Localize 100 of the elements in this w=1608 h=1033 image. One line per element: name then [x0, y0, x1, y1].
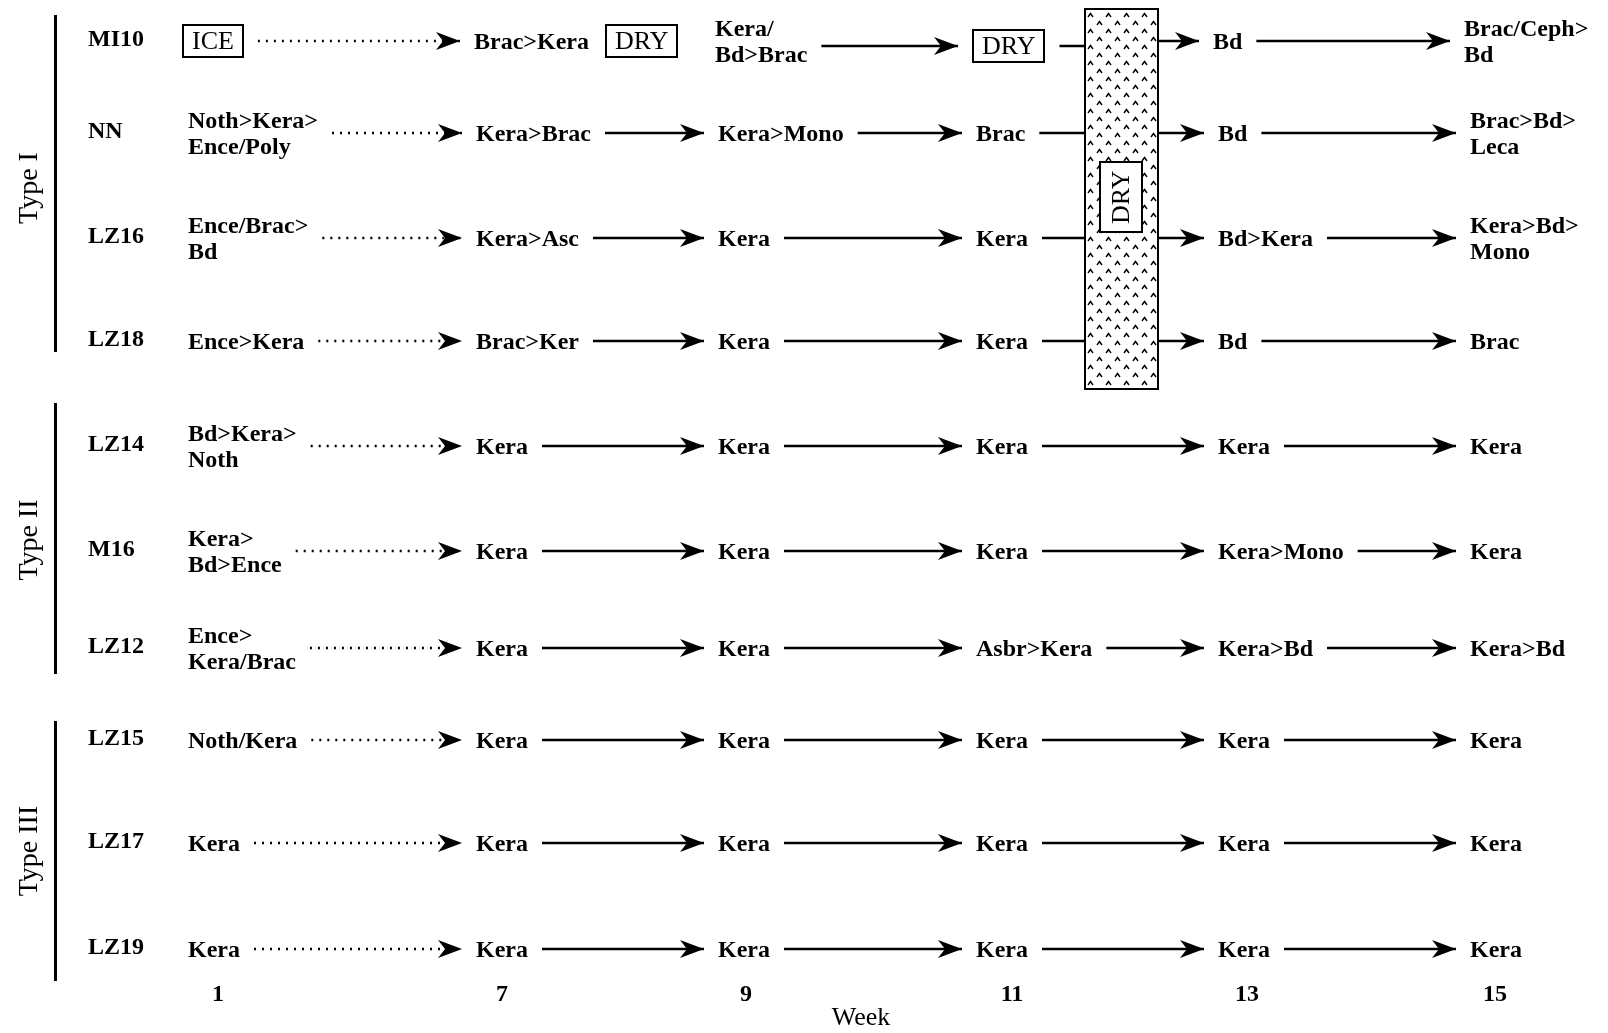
dotted-arrow	[311, 731, 462, 749]
arrow	[1159, 229, 1204, 247]
node-label: Noth>Kera> Ence/Poly	[188, 107, 318, 159]
arrow	[1284, 834, 1456, 852]
dotted-arrow	[254, 940, 462, 958]
node-label: Brac/Ceph> Bd	[1464, 15, 1589, 67]
node-label: Kera	[976, 538, 1028, 564]
arrow	[604, 124, 704, 142]
axis-tick-label: 1	[212, 980, 224, 1007]
node-label: Kera	[476, 433, 528, 459]
node-label: Kera	[976, 225, 1028, 251]
axis-tick-label: 9	[740, 980, 752, 1007]
node-label: Kera	[1470, 433, 1522, 459]
node-label: Kera	[1218, 936, 1270, 962]
arrow	[542, 940, 704, 958]
arrow	[1042, 834, 1204, 852]
node-label: Kera	[476, 936, 528, 962]
arrow	[1327, 229, 1456, 247]
node-label: Kera	[976, 936, 1028, 962]
condition-box: DRY	[605, 24, 679, 58]
node-label: Noth/Kera	[188, 727, 298, 753]
node-label: Kera	[188, 936, 240, 962]
row-label: MI10	[88, 24, 144, 52]
arrow	[1042, 542, 1204, 560]
node-label: Kera	[1470, 727, 1522, 753]
node-label: Kera>Brac	[476, 120, 591, 146]
node-label: Kera	[718, 635, 770, 661]
arrow	[542, 834, 704, 852]
node-label: Brac	[976, 120, 1026, 146]
dotted-arrow	[295, 542, 462, 560]
node-label: Bd	[1218, 328, 1248, 354]
node-label: Kera	[476, 727, 528, 753]
arrow	[1042, 940, 1204, 958]
row-label: LZ15	[88, 723, 144, 751]
dotted-arrow	[309, 639, 462, 657]
node-label: Kera>Bd	[1218, 635, 1313, 661]
arrow	[784, 639, 962, 657]
node-label: Kera	[1470, 538, 1522, 564]
node-label: Brac>Kera	[474, 28, 589, 54]
group-label: Type III	[12, 805, 44, 897]
axis-tick-label: 11	[1000, 980, 1024, 1007]
connector-line	[1042, 236, 1084, 240]
node-label: Kera	[718, 830, 770, 856]
row-label: LZ14	[88, 429, 144, 457]
arrow	[821, 37, 958, 55]
group-label: Type II	[12, 499, 44, 581]
dotted-arrow	[254, 834, 462, 852]
dotted-arrow	[318, 332, 462, 350]
arrow	[857, 124, 962, 142]
node-label: Kera	[476, 830, 528, 856]
node-label: Ence>Kera	[188, 328, 305, 354]
connector-line	[1059, 44, 1084, 48]
group-label: Type I	[12, 152, 44, 224]
arrow	[1106, 639, 1204, 657]
node-label: Kera>Mono	[718, 120, 844, 146]
node-label: Kera	[718, 727, 770, 753]
arrow	[1284, 437, 1456, 455]
arrow	[1042, 437, 1204, 455]
axis-tick-label: 15	[1483, 980, 1507, 1007]
row-label: LZ19	[88, 932, 144, 960]
node-label: Kera	[1218, 433, 1270, 459]
node-label: Kera/ Bd>Brac	[715, 15, 808, 67]
arrow	[784, 437, 962, 455]
arrow	[542, 639, 704, 657]
arrow	[1256, 32, 1450, 50]
dotted-arrow	[257, 32, 460, 50]
node-label: Asbr>Kera	[976, 635, 1093, 661]
node-label: Kera	[718, 225, 770, 251]
condition-box: DRY	[972, 29, 1046, 63]
axis-tick-label: 7	[496, 980, 508, 1007]
node-label: Kera>Bd	[1470, 635, 1565, 661]
arrow	[542, 437, 704, 455]
axis-title: Week	[831, 1002, 891, 1032]
connector-line	[1042, 339, 1084, 343]
arrow	[784, 332, 962, 350]
arrow	[1159, 332, 1204, 350]
axis-tick-label: 13	[1235, 980, 1259, 1007]
node-label: Kera>Bd> Mono	[1470, 212, 1579, 264]
node-label: Kera>Asc	[476, 225, 579, 251]
arrow	[1159, 124, 1204, 142]
node-label: Kera	[976, 328, 1028, 354]
node-label: Ence> Kera/Brac	[188, 622, 296, 674]
node-label: Kera	[1218, 830, 1270, 856]
arrow	[592, 332, 704, 350]
node-label: Kera	[1470, 936, 1522, 962]
arrow	[1261, 332, 1456, 350]
node-label: Bd>Kera	[1218, 225, 1313, 251]
dotted-arrow	[310, 437, 462, 455]
node-label: Bd	[1213, 28, 1243, 54]
node-label: Kera	[718, 538, 770, 564]
node-label: Kera>Mono	[1218, 538, 1344, 564]
arrow	[1042, 731, 1204, 749]
node-label: Kera	[476, 538, 528, 564]
arrow	[784, 834, 962, 852]
node-label: Kera	[976, 727, 1028, 753]
arrow	[784, 229, 962, 247]
node-label: Kera	[188, 830, 240, 856]
node-label: Brac>Ker	[476, 328, 579, 354]
dotted-arrow	[322, 229, 462, 247]
condition-box: DRY	[1099, 161, 1143, 233]
